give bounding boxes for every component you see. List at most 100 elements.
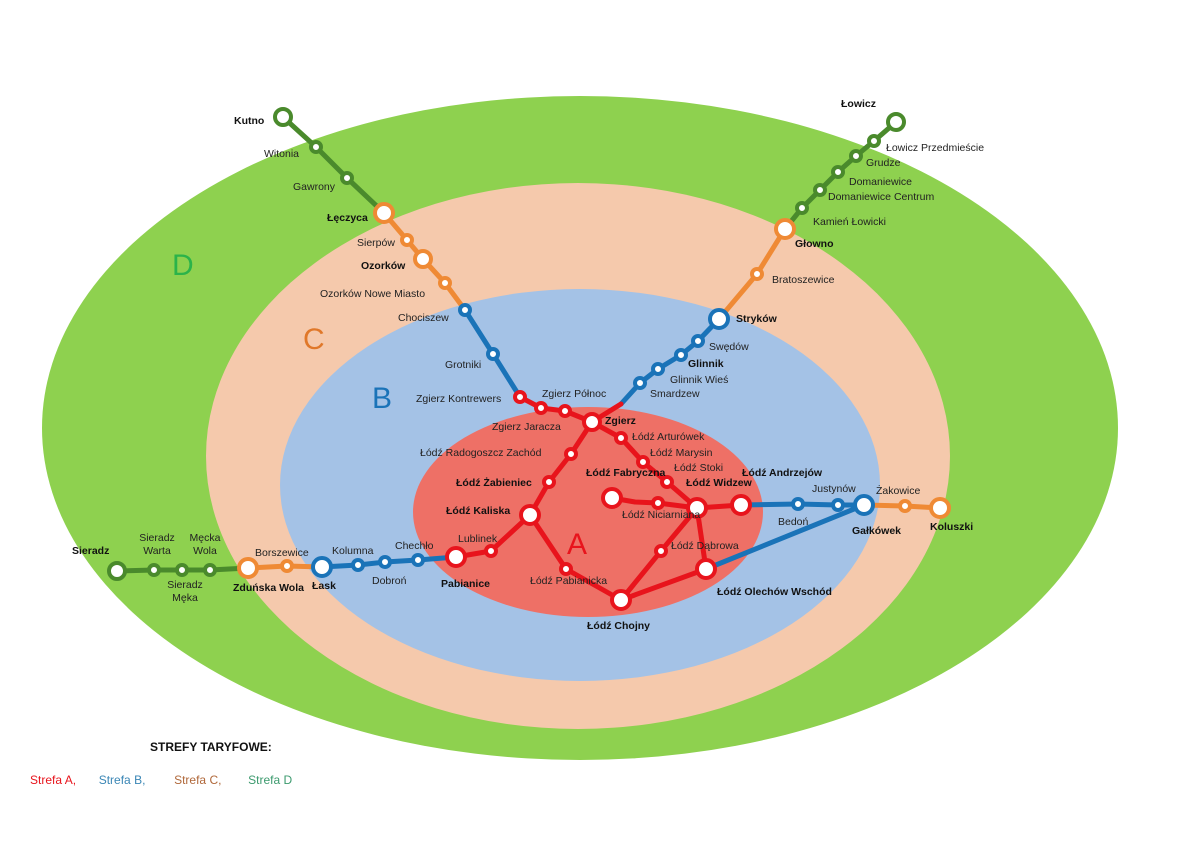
station-label-kutno: Kutno: [234, 115, 264, 127]
station-label-lodz-stoki: Łódź Stoki: [674, 462, 723, 474]
station-marker-chociszew[interactable]: [458, 303, 472, 317]
station-marker-borszewice[interactable]: [280, 559, 294, 573]
station-marker-smardzew[interactable]: [633, 376, 647, 390]
station-label-lodz-niciarniana: Łódź Niciarniana: [622, 509, 700, 521]
station-marker-lowicz[interactable]: [886, 112, 906, 132]
station-label-lodz-marysin: Łódź Marysin: [650, 447, 713, 459]
station-marker-chechlo[interactable]: [411, 553, 425, 567]
station-label-bratoszewice: Bratoszewice: [772, 274, 835, 286]
station-marker-lodz-radogoszcz[interactable]: [564, 447, 578, 461]
station-marker-ozorkow[interactable]: [413, 249, 433, 269]
station-marker-zgierz[interactable]: [582, 412, 602, 432]
station-marker-sieradz[interactable]: [107, 561, 127, 581]
station-label-grudze: Grudze: [866, 157, 901, 169]
station-label-ozorkow: Ozorków: [361, 260, 406, 272]
station-label-chechlo: Chechło: [395, 540, 434, 552]
station-marker-witonia[interactable]: [309, 140, 323, 154]
zone-d-label: D: [172, 249, 194, 282]
station-label-lodz-andrzejow: Łódź Andrzejów: [742, 467, 823, 479]
station-marker-lowicz-przedmiescie[interactable]: [867, 134, 881, 148]
station-marker-grotniki[interactable]: [486, 347, 500, 361]
station-marker-lodz-arturowek[interactable]: [614, 431, 628, 445]
legend-title: STREFY TARYFOWE:: [150, 740, 272, 754]
station-marker-lodz-olechow[interactable]: [695, 558, 717, 580]
station-label-witonia: Witonia: [264, 148, 299, 160]
station-label-zgierz-jaracza: Zgierz Jaracza: [492, 421, 561, 433]
station-marker-kutno[interactable]: [273, 107, 293, 127]
station-marker-lodz-niciarniana[interactable]: [651, 496, 665, 510]
station-label-glinnik: Glinnik: [688, 358, 724, 370]
station-marker-domaniewice[interactable]: [831, 165, 845, 179]
station-marker-strykow[interactable]: [708, 308, 730, 330]
station-marker-bratoszewice[interactable]: [750, 267, 764, 281]
station-marker-bedon[interactable]: [791, 497, 805, 511]
station-marker-kamien-lowicki[interactable]: [795, 201, 809, 215]
station-marker-zgierz-kontrewers[interactable]: [513, 390, 527, 404]
station-marker-kolumna[interactable]: [351, 558, 365, 572]
station-marker-justynow[interactable]: [831, 498, 845, 512]
station-label-lodz-olechow: Łódź Olechów Wschód: [717, 586, 832, 598]
station-label-zgierz: Zgierz: [605, 415, 636, 427]
station-marker-lublinek[interactable]: [484, 544, 498, 558]
station-marker-grudze[interactable]: [849, 149, 863, 163]
station-label-zdunska-wola: Zduńska Wola: [233, 582, 304, 594]
station-label-lodz-dabrowa: Łódź Dąbrowa: [671, 540, 739, 552]
station-marker-sieradz-warta[interactable]: [147, 563, 161, 577]
station-marker-galkowek[interactable]: [853, 494, 875, 516]
station-marker-leczyca[interactable]: [373, 202, 395, 224]
line-zone-d-kutno: [280, 114, 387, 216]
station-marker-sieradz-meka[interactable]: [175, 563, 189, 577]
station-marker-lask[interactable]: [311, 556, 333, 578]
station-label-lodz-radogoszcz: Łódź Radogoszcz Zachód: [420, 447, 542, 459]
station-marker-ozorkow-nowe-miasto[interactable]: [438, 276, 452, 290]
station-marker-lodz-marysin[interactable]: [636, 455, 650, 469]
station-label-pabianice: Pabianice: [441, 578, 490, 590]
station-marker-zakowice[interactable]: [898, 499, 912, 513]
station-marker-lodz-pabianicka[interactable]: [559, 562, 573, 576]
zone-b-label: B: [372, 382, 392, 415]
station-label-sieradz: Sieradz: [72, 545, 109, 557]
station-marker-sierpow[interactable]: [400, 233, 414, 247]
station-marker-lodz-dabrowa[interactable]: [654, 544, 668, 558]
station-label-lodz-fabryczna: Łódź Fabryczna: [586, 467, 666, 479]
legend-zone-a: Strefa A,: [30, 773, 77, 787]
station-marker-glinnik-wies[interactable]: [651, 362, 665, 376]
station-label-lodz-pabianicka: Łódź Pabianicka: [530, 575, 607, 587]
station-label-lodz-zabieniec: Łódź Żabieniec: [456, 476, 532, 489]
zone-c-label: C: [303, 323, 325, 356]
station-label-justynow: Justynów: [812, 483, 856, 495]
station-label-smardzew: Smardzew: [650, 388, 700, 400]
station-label-gawrony: Gawrony: [293, 181, 336, 193]
legend-zone-c: Strefa C,: [174, 773, 222, 787]
station-marker-zdunska-wola[interactable]: [237, 557, 259, 579]
station-marker-domaniewice-centrum[interactable]: [813, 183, 827, 197]
station-marker-lodz-fabryczna[interactable]: [601, 487, 623, 509]
station-label-galkowek: Gałkówek: [852, 525, 901, 537]
station-marker-glinnik[interactable]: [674, 348, 688, 362]
station-label-ozorkow-nowe-miasto: Ozorków Nowe Miasto: [320, 288, 425, 300]
station-marker-gawrony[interactable]: [340, 171, 354, 185]
fare-zone-legend: STREFY TARYFOWE: Strefa A, Strefa B, Str…: [0, 736, 600, 796]
station-label-bedon: Bedoń: [778, 516, 809, 528]
station-marker-pabianice[interactable]: [445, 546, 467, 568]
station-marker-zgierz-jaracza[interactable]: [558, 404, 572, 418]
station-marker-lodz-widzew[interactable]: [686, 497, 708, 519]
station-marker-lodz-chojny[interactable]: [610, 589, 632, 611]
station-marker-mecka-wola[interactable]: [203, 563, 217, 577]
station-marker-lodz-andrzejow[interactable]: [730, 494, 752, 516]
station-marker-dobron[interactable]: [378, 555, 392, 569]
station-marker-swedow[interactable]: [691, 334, 705, 348]
station-label-zakowice: Żakowice: [876, 484, 921, 497]
station-marker-lodz-stoki[interactable]: [660, 475, 674, 489]
line-zone-a-fabryczna: [609, 495, 700, 511]
station-marker-lodz-kaliska[interactable]: [519, 504, 541, 526]
station-marker-zgierz-polnoc[interactable]: [534, 401, 548, 415]
station-marker-glowno[interactable]: [774, 218, 796, 240]
station-marker-koluszki[interactable]: [929, 497, 951, 519]
station-label-dobron: Dobroń: [372, 575, 407, 587]
station-marker-lodz-zabieniec[interactable]: [542, 475, 556, 489]
station-label-zgierz-kontrewers: Zgierz Kontrewers: [416, 393, 501, 405]
